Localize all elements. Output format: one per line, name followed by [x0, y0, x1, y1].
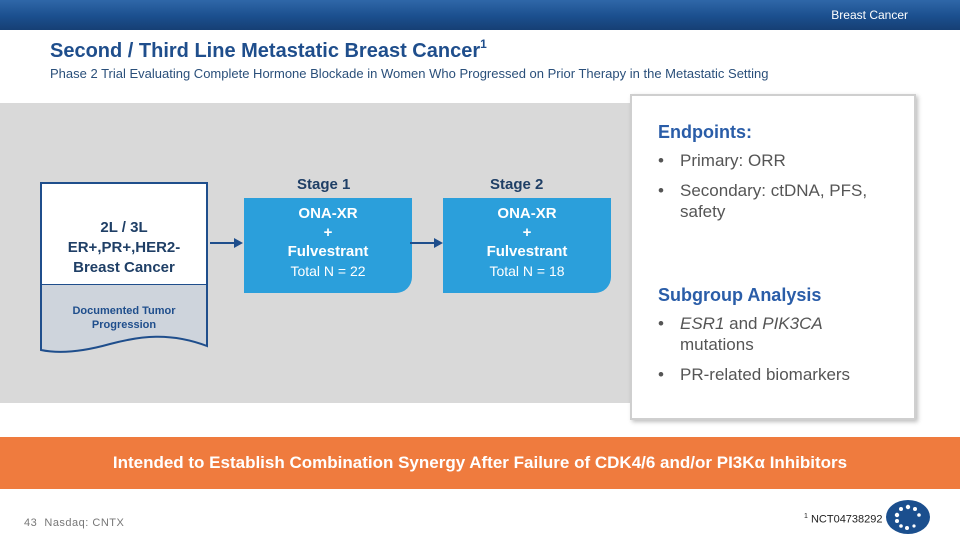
footnote-mark: 1: [804, 513, 808, 520]
subgroup-mutations: ESR1 and PIK3CA mutations: [658, 313, 898, 355]
footer: 43 Nasdaq: CNTX: [24, 517, 124, 529]
patient-population-label: 2L / 3L ER+,PR+,HER2- Breast Cancer: [67, 219, 181, 276]
patient-population-box: 2L / 3L ER+,PR+,HER2- Breast Cancer Docu…: [40, 182, 208, 353]
stage2-drug: ONA-XR + Fulvestrant: [486, 205, 568, 260]
gene-pik3ca: PIK3CA: [762, 314, 823, 333]
stage1-arm: ONA-XR + Fulvestrant Total N = 22: [244, 198, 412, 293]
ticker: Nasdaq: CNTX: [44, 517, 125, 529]
subgroup-heading: Subgroup Analysis: [658, 285, 822, 305]
stage1-label: Stage 1: [297, 176, 351, 193]
banner-text: Intended to Establish Combination Synerg…: [112, 453, 848, 472]
stage1-drug: ONA-XR + Fulvestrant: [287, 205, 369, 260]
endpoints-panel: Endpoints: Primary: ORR Secondary: ctDNA…: [630, 94, 916, 420]
stage2-label: Stage 2: [490, 176, 544, 193]
patient-population-header: 2L / 3L ER+,PR+,HER2- Breast Cancer: [40, 182, 208, 286]
gene-esr1: ESR1: [680, 314, 725, 333]
footnote: 1 NCT04738292: [804, 513, 883, 526]
page-number: 43: [24, 517, 38, 529]
company-logo-icon: [886, 500, 930, 534]
arrow-to-stage2-icon: [410, 238, 443, 248]
stage2-arm: ONA-XR + Fulvestrant Total N = 18: [443, 198, 611, 293]
endpoint-secondary: Secondary: ctDNA, PFS, safety: [658, 180, 898, 222]
slide-title: Second / Third Line Metastatic Breast Ca…: [50, 37, 487, 63]
top-bar: Breast Cancer: [0, 0, 960, 30]
document-shape-icon: [40, 284, 208, 353]
arrow-to-stage1-icon: [210, 238, 243, 248]
footnote-text: NCT04738292: [810, 513, 883, 526]
stage2-total: Total N = 18: [489, 263, 565, 279]
endpoints-heading: Endpoints:: [658, 122, 752, 142]
subgroup-list: ESR1 and PIK3CA mutations PR-related bio…: [658, 313, 898, 394]
and-text: and: [724, 314, 763, 333]
synergy-banner: Intended to Establish Combination Synerg…: [0, 437, 960, 489]
stage1-total: Total N = 22: [290, 263, 366, 279]
endpoint-primary: Primary: ORR: [658, 150, 898, 171]
endpoints-list: Primary: ORR Secondary: ctDNA, PFS, safe…: [658, 150, 898, 231]
slide-title-text: Second / Third Line Metastatic Breast Ca…: [50, 40, 481, 62]
mutations-text: mutations: [680, 335, 754, 354]
section-category: Breast Cancer: [831, 8, 908, 22]
title-footnote-mark: 1: [480, 37, 487, 51]
progression-note: Documented Tumor Progression: [72, 305, 176, 331]
slide-subtitle: Phase 2 Trial Evaluating Complete Hormon…: [50, 66, 769, 81]
subgroup-biomarkers: PR-related biomarkers: [658, 364, 898, 385]
